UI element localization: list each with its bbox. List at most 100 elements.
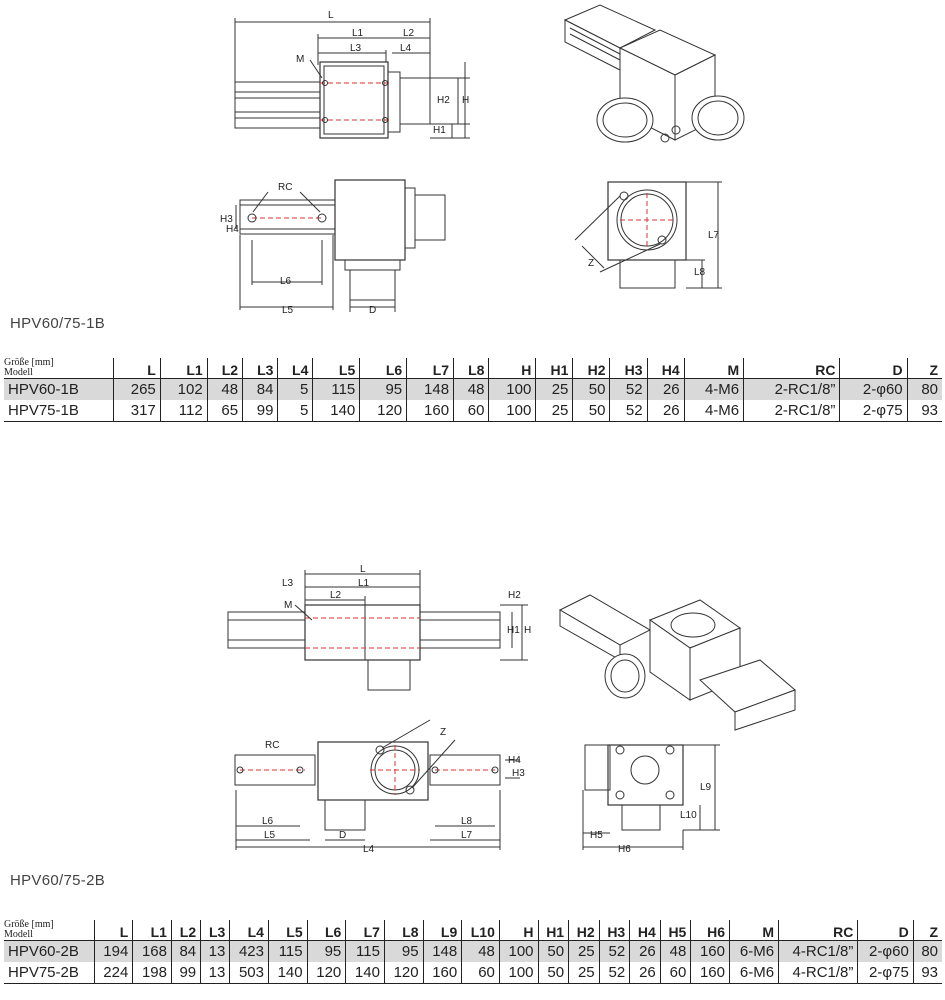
value-cell-m: 6-M6 bbox=[728, 940, 779, 962]
svg-text:L6: L6 bbox=[262, 816, 274, 827]
value-cell-h3: 52 bbox=[598, 940, 630, 962]
value-cell-rc: 4-RC1/8” bbox=[778, 940, 858, 962]
value-cell-h1: 25 bbox=[535, 378, 573, 400]
model-cell: HPV60-1B bbox=[4, 378, 114, 400]
column-header-d: D bbox=[839, 358, 908, 379]
column-header-z: Z bbox=[906, 358, 942, 379]
svg-text:L4: L4 bbox=[363, 844, 375, 855]
svg-text:Z: Z bbox=[440, 727, 446, 738]
value-cell-l6: 120 bbox=[306, 962, 346, 984]
value-cell-l: 265 bbox=[112, 378, 161, 400]
column-header-l2: L2 bbox=[206, 358, 243, 379]
column-header-h: H bbox=[498, 920, 539, 941]
value-cell-h1: 25 bbox=[535, 400, 573, 422]
drawing-1b: L L1 L2 L3 L4 M H2 H H1 RC H3 H4 L6 L5 D… bbox=[220, 4, 745, 316]
svg-text:H1: H1 bbox=[507, 625, 520, 636]
column-header-l7: L7 bbox=[406, 358, 454, 379]
value-cell-h1: 50 bbox=[537, 940, 569, 962]
svg-text:L1: L1 bbox=[358, 578, 370, 589]
column-header-h2: H2 bbox=[572, 358, 610, 379]
value-cell-l4: 5 bbox=[277, 378, 313, 400]
column-header-h1: H1 bbox=[535, 358, 573, 379]
drawing-2b: L L3 L1 L2 M H2 H1 H RC Z H4 H3 L6 L5 D … bbox=[227, 564, 796, 855]
svg-text:L8: L8 bbox=[694, 267, 706, 278]
value-cell-l7: 140 bbox=[345, 962, 385, 984]
value-cell-l1: 198 bbox=[132, 962, 172, 984]
column-header-m: M bbox=[683, 358, 744, 379]
value-cell-rc: 4-RC1/8” bbox=[778, 962, 858, 984]
column-header-h4: H4 bbox=[646, 358, 685, 379]
value-cell-h: 100 bbox=[488, 378, 536, 400]
value-cell-h2: 50 bbox=[572, 378, 610, 400]
value-cell-l2: 65 bbox=[206, 400, 243, 422]
value-cell-h5: 60 bbox=[659, 962, 691, 984]
svg-text:H: H bbox=[524, 625, 531, 636]
column-header-l4: L4 bbox=[277, 358, 313, 379]
value-cell-l5: 115 bbox=[312, 378, 360, 400]
column-header-m: M bbox=[728, 920, 779, 941]
value-cell-l4: 503 bbox=[229, 962, 269, 984]
value-cell-z: 93 bbox=[906, 400, 942, 422]
table-header-label: Größe [mm] Modell bbox=[4, 920, 95, 941]
column-header-rc: RC bbox=[778, 920, 858, 941]
svg-text:D: D bbox=[369, 305, 376, 316]
value-cell-l5: 140 bbox=[312, 400, 360, 422]
value-cell-l9: 160 bbox=[422, 962, 462, 984]
svg-text:H4: H4 bbox=[508, 755, 521, 766]
column-header-l10: L10 bbox=[461, 920, 500, 941]
value-cell-h: 100 bbox=[488, 400, 536, 422]
column-header-z: Z bbox=[912, 920, 942, 941]
value-cell-h3: 52 bbox=[609, 400, 648, 422]
svg-text:RC: RC bbox=[265, 740, 279, 751]
value-cell-l10: 60 bbox=[461, 962, 500, 984]
column-header-l1: L1 bbox=[132, 920, 172, 941]
end-view-2b bbox=[582, 744, 720, 850]
front-view-1b bbox=[234, 18, 470, 139]
value-cell-rc: 2-RC1/8” bbox=[743, 400, 840, 422]
value-cell-l9: 148 bbox=[422, 940, 462, 962]
svg-text:H2: H2 bbox=[437, 95, 450, 106]
svg-text:M: M bbox=[284, 600, 292, 611]
value-cell-z: 80 bbox=[906, 378, 942, 400]
value-cell-l6: 95 bbox=[306, 940, 346, 962]
value-cell-d: 2-φ75 bbox=[839, 400, 908, 422]
column-header-l6: L6 bbox=[306, 920, 346, 941]
column-header-h2: H2 bbox=[568, 920, 600, 941]
value-cell-l5: 140 bbox=[267, 962, 308, 984]
model-cell: HPV75-2B bbox=[4, 962, 95, 984]
svg-text:L2: L2 bbox=[403, 28, 415, 39]
value-cell-l: 317 bbox=[112, 400, 161, 422]
value-cell-h6: 160 bbox=[690, 962, 730, 984]
value-cell-l3: 13 bbox=[200, 962, 230, 984]
value-cell-h: 100 bbox=[498, 962, 539, 984]
svg-text:L3: L3 bbox=[350, 43, 362, 54]
svg-text:H6: H6 bbox=[618, 844, 631, 855]
svg-text:L: L bbox=[360, 564, 366, 575]
column-header-h6: H6 bbox=[690, 920, 730, 941]
value-cell-l2: 48 bbox=[206, 378, 243, 400]
column-header-l2: L2 bbox=[170, 920, 201, 941]
svg-text:H3: H3 bbox=[512, 768, 525, 779]
value-cell-rc: 2-RC1/8” bbox=[743, 378, 840, 400]
svg-text:D: D bbox=[339, 830, 346, 841]
svg-text:L9: L9 bbox=[700, 782, 712, 793]
side-view-1b bbox=[235, 179, 446, 312]
value-cell-h5: 48 bbox=[659, 940, 691, 962]
svg-text:L5: L5 bbox=[264, 830, 276, 841]
svg-text:L7: L7 bbox=[708, 230, 720, 241]
column-header-h1: H1 bbox=[537, 920, 569, 941]
value-cell-h6: 160 bbox=[690, 940, 730, 962]
iso-view-2b bbox=[558, 594, 796, 731]
svg-text:L5: L5 bbox=[282, 305, 294, 316]
caption-hpv-2b: HPV60/75-2B bbox=[10, 872, 106, 889]
column-header-l6: L6 bbox=[359, 358, 407, 379]
caption-hpv-1b: HPV60/75-1B bbox=[10, 315, 106, 332]
value-cell-m: 4-M6 bbox=[683, 400, 744, 422]
value-cell-l3: 13 bbox=[200, 940, 230, 962]
svg-text:H2: H2 bbox=[508, 590, 521, 601]
column-header-h4: H4 bbox=[629, 920, 661, 941]
column-header-l: L bbox=[93, 920, 133, 941]
